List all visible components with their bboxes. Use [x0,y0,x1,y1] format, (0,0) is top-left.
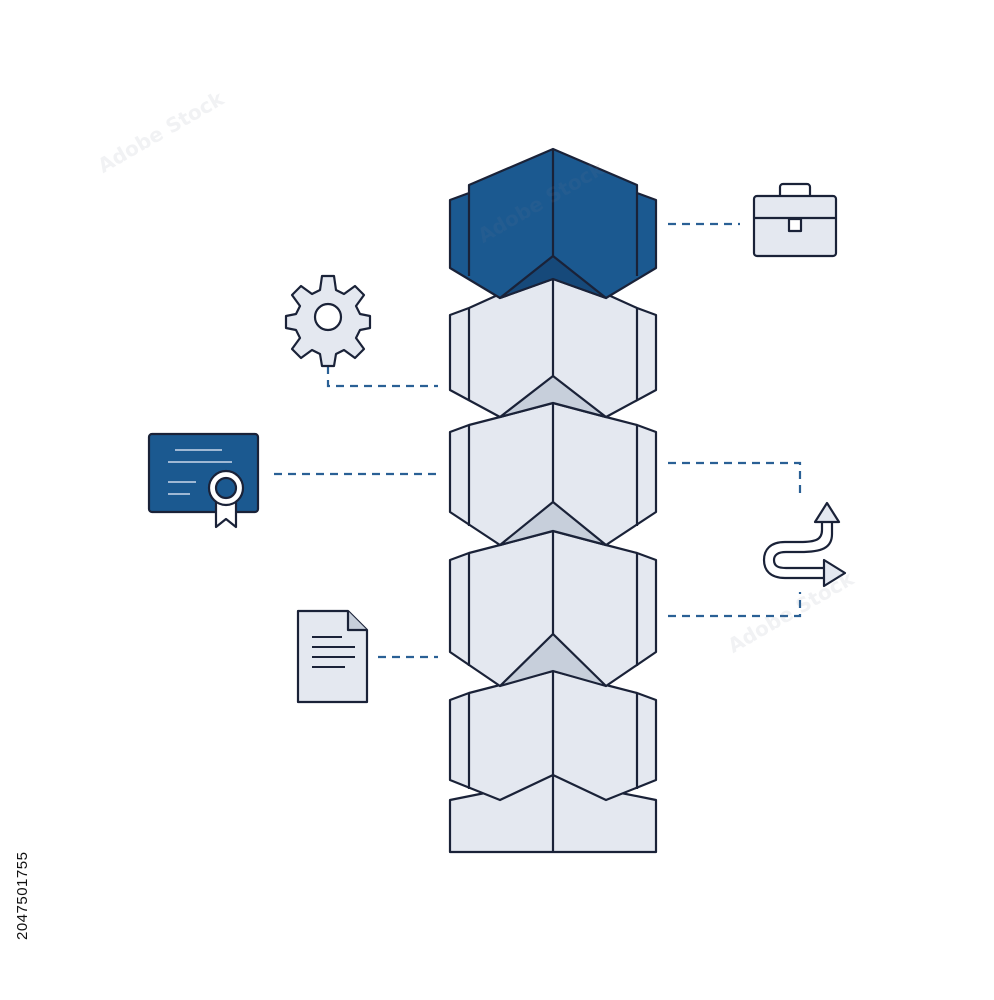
connector-arrow-top [668,461,802,496]
certificate-icon [147,432,260,529]
split-arrow-icon [762,501,847,588]
hex-column [448,147,658,854]
hex-block-2 [448,277,658,419]
briefcase-icon [752,182,838,258]
hex-block-3 [448,401,658,547]
hex-block-1 [448,147,658,300]
hex-block-4 [448,529,658,688]
gear-icon [284,274,372,368]
document-icon [296,609,369,704]
connectors [274,222,802,659]
stock-id: 2047501755 [14,851,31,940]
connector-gear [326,366,438,388]
connector-arrow-bottom [668,592,802,618]
